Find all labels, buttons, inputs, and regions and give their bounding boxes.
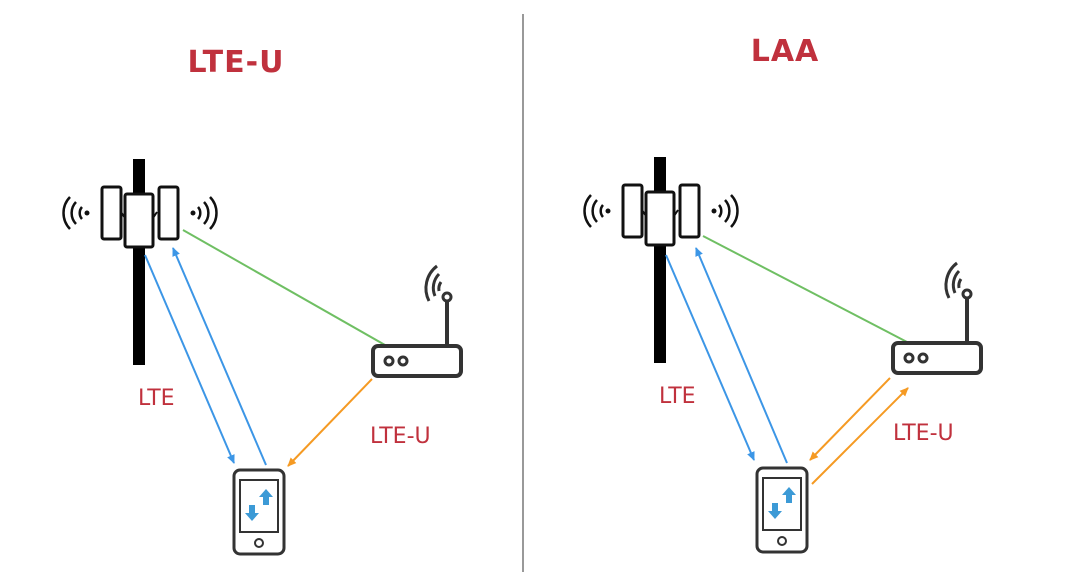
lte-downlink-arrow [144, 254, 235, 464]
laa-downlink-arrow [809, 377, 891, 461]
lte-uplink-arrow [695, 247, 788, 464]
lte-uplink-arrow [172, 247, 267, 466]
wifi-router-icon [891, 261, 983, 375]
smartphone-icon [755, 466, 809, 554]
laa-panel: LAA LTE LTE-U [583, 34, 983, 554]
smartphone-icon [232, 468, 286, 556]
lte-u-panel: LTE-U LTE LTE-U [62, 45, 463, 556]
cell-tower-icon [62, 157, 218, 367]
wifi-router-icon [371, 264, 463, 378]
lte-u-label: LTE-U [370, 424, 431, 449]
laa-uplink-arrow [811, 387, 909, 485]
laa-title: LAA [751, 34, 820, 69]
lte-u-label: LTE-U [893, 421, 954, 446]
lte-label: LTE [659, 384, 696, 409]
lte-downlink-arrow [665, 254, 755, 461]
tower-router-link [182, 229, 386, 346]
lte-u-downlink-arrow [287, 378, 373, 467]
cell-tower-icon [583, 155, 739, 365]
tower-router-link [702, 235, 908, 343]
lte-label: LTE [138, 386, 175, 411]
lte-u-title: LTE-U [188, 45, 285, 80]
